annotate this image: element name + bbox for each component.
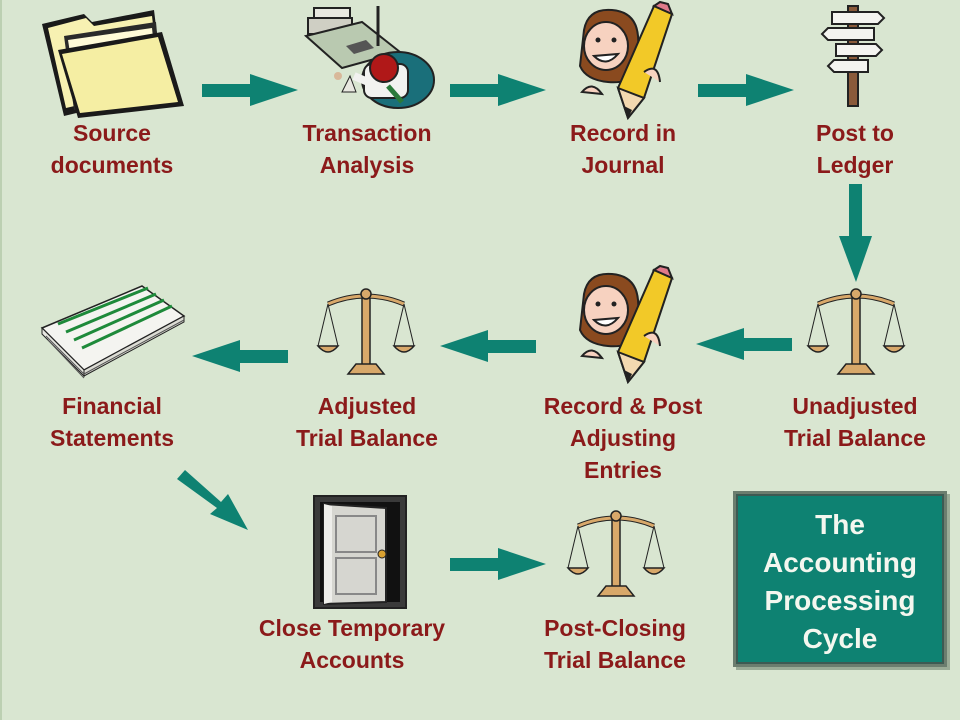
- door-icon: [313, 495, 407, 609]
- arrow-adjusting-to-adjusted: [440, 330, 536, 362]
- pencil-girl-icon-adjusting: [578, 264, 674, 385]
- arrow-close-to-postclosing: [450, 548, 546, 580]
- signpost-icon: [820, 5, 886, 107]
- arrow-journal-to-ledger: [698, 74, 794, 106]
- arrow-statements-to-close: [177, 470, 248, 530]
- person-at-desk-icon: [303, 6, 435, 109]
- arrow-unadjusted-to-adjusting: [696, 328, 792, 360]
- scales-icon-adjusted: [316, 288, 416, 375]
- arrow-ledger-to-unadjusted: [839, 184, 872, 282]
- slide-title: The Accounting Processing Cycle: [763, 509, 917, 654]
- arrow-adjusted-to-statements: [192, 340, 288, 372]
- scales-icon-unadjusted: [806, 288, 906, 375]
- arrow-analysis-to-journal: [450, 74, 546, 106]
- paper-stack-icon: [40, 285, 186, 379]
- scales-icon-postclosing: [566, 510, 666, 597]
- folder-icon: [42, 10, 184, 118]
- arrow-source-to-analysis: [202, 74, 298, 106]
- pencil-girl-icon: [578, 0, 674, 121]
- title-box: The Accounting Processing Cycle: [733, 491, 947, 667]
